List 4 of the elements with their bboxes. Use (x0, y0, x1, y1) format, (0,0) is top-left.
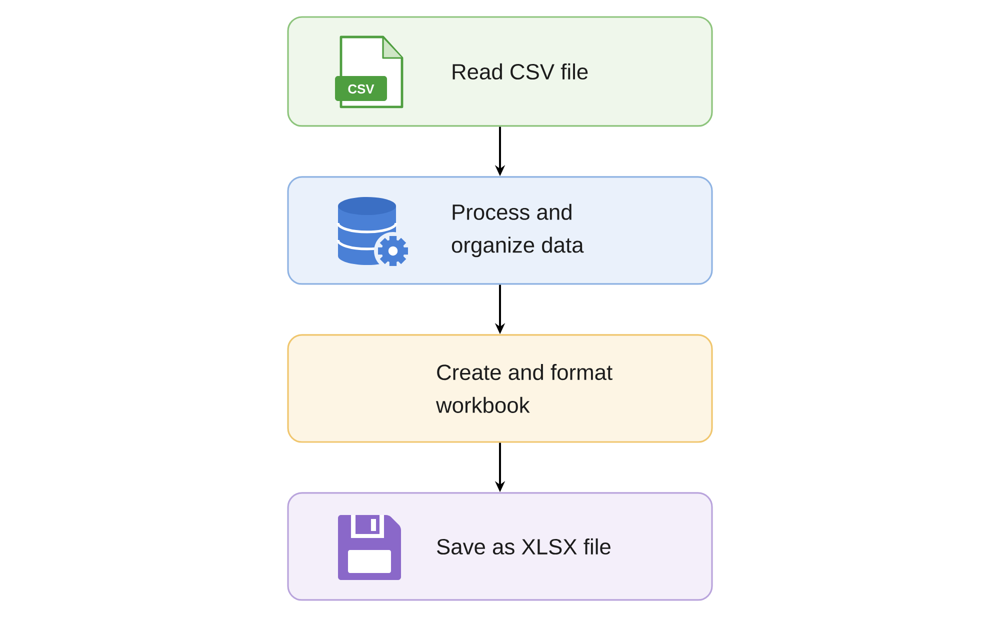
file-type-label: CSV (348, 84, 374, 94)
step-box: Save as XLSX file (287, 492, 713, 601)
step-box: Process and organize data (287, 176, 713, 285)
step-box: Create and format workbook (287, 334, 713, 443)
